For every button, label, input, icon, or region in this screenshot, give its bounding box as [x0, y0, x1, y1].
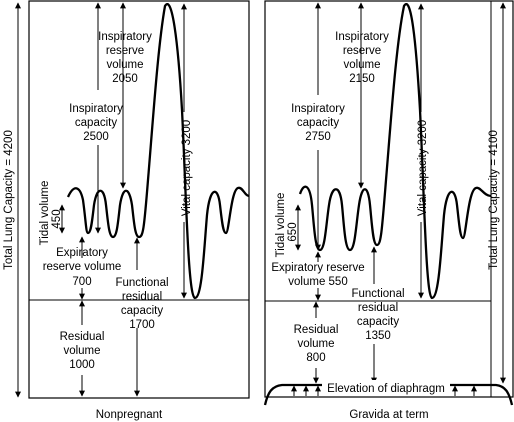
svg-text:Expiratory reserve: Expiratory reserve [271, 262, 364, 274]
svg-text:reserve volume: reserve volume [43, 261, 122, 273]
svg-text:Residual: Residual [294, 324, 339, 336]
irv-label-left: Inspiratory reserve volume 2050 [98, 31, 152, 85]
vital-capacity-label-left: Vital capacity 3200 [181, 120, 193, 216]
svg-text:2750: 2750 [305, 131, 331, 143]
svg-text:800: 800 [306, 352, 325, 364]
svg-text:capacity: capacity [357, 316, 399, 328]
svg-text:Inspiratory: Inspiratory [291, 103, 345, 115]
tidal-volume-value-right: 650 [287, 222, 299, 241]
frc-label-right: Functional residual capacity 1350 [351, 288, 404, 342]
tlc-label-right: Total Lung Capacity = 4100 [488, 130, 500, 270]
svg-text:Functional: Functional [351, 288, 404, 300]
vital-capacity-label-right: Vital capacity 3200 [417, 120, 429, 216]
nonpregnant-panel: Total Lung Capacity = 4200 Vital capacit… [3, 0, 250, 421]
tidal-volume-label-right: Tidal volume [275, 193, 287, 258]
svg-text:reserve: reserve [106, 45, 144, 57]
rv-label-left: Residual volume 1000 [60, 331, 105, 371]
svg-text:volume 550: volume 550 [288, 276, 347, 288]
tidal-volume-value-left: 450 [51, 209, 63, 228]
frc-label-left: Functional residual capacity 1700 [115, 277, 168, 331]
svg-text:Inspiratory: Inspiratory [98, 31, 152, 43]
svg-text:residual: residual [358, 302, 398, 314]
ic-label-left: Inspiratory capacity 2500 [69, 103, 123, 143]
svg-text:volume: volume [297, 338, 334, 350]
erv-label-left: Expiratory reserve volume 700 [43, 247, 122, 288]
gravida-frame [264, 0, 514, 398]
svg-text:Expiratory: Expiratory [56, 247, 108, 259]
svg-text:Functional: Functional [115, 277, 168, 289]
diaphragm-label: Elevation of diaphragm [327, 383, 445, 395]
svg-text:Inspiratory: Inspiratory [69, 103, 123, 115]
svg-text:1700: 1700 [129, 319, 155, 331]
spirogram-trace-gravida [298, 3, 492, 300]
svg-text:700: 700 [72, 276, 91, 288]
svg-text:capacity: capacity [297, 117, 339, 129]
svg-text:Residual: Residual [60, 331, 105, 343]
svg-text:Inspiratory: Inspiratory [335, 31, 389, 43]
diaphragm-label-bg [322, 380, 450, 394]
svg-text:volume: volume [106, 59, 143, 71]
svg-text:volume: volume [343, 59, 380, 71]
svg-text:capacity: capacity [121, 305, 163, 317]
caption-gravida: Gravida at term [349, 409, 428, 421]
svg-text:residual: residual [122, 291, 162, 303]
caption-nonpregnant: Nonpregnant [96, 409, 163, 421]
spirogram-trace-nonpregnant [66, 3, 250, 300]
svg-text:2500: 2500 [83, 131, 109, 143]
erv-label-right: Expiratory reserve volume 550 [271, 262, 364, 288]
rv-label-right: Residual volume 800 [294, 324, 339, 364]
diaphragm-arrows [291, 385, 477, 396]
tlc-label-left: Total Lung Capacity = 4200 [3, 130, 15, 270]
ic-label-right: Inspiratory capacity 2750 [291, 103, 345, 143]
svg-text:volume: volume [63, 345, 100, 357]
svg-text:2150: 2150 [349, 73, 375, 85]
svg-text:2050: 2050 [112, 73, 138, 85]
svg-text:1000: 1000 [69, 359, 95, 371]
irv-label-right: Inspiratory reserve volume 2150 [335, 31, 389, 85]
svg-text:capacity: capacity [75, 117, 117, 129]
tidal-volume-label-left: Tidal volume [39, 181, 51, 246]
svg-text:1350: 1350 [365, 330, 391, 342]
gravida-panel: Total Lung Capacity = 4100 Vital capacit… [263, 0, 514, 421]
svg-text:reserve: reserve [343, 45, 381, 57]
